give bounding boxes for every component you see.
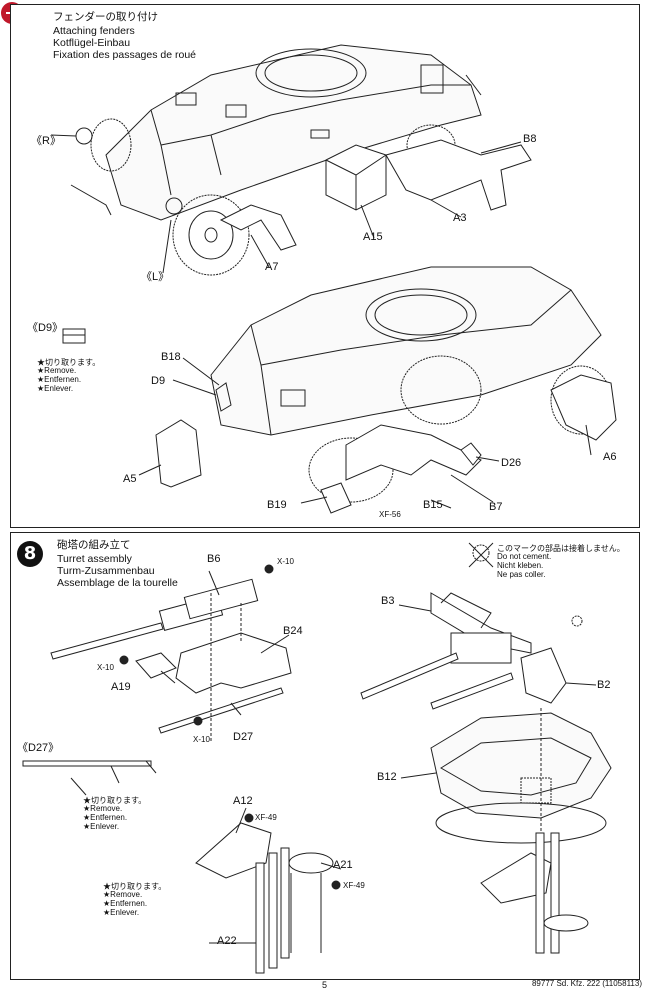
label-xf49-b: XF-49 — [343, 881, 365, 890]
step8-title-en: Turret assembly — [57, 553, 132, 565]
remove-note-jp: ★切り取ります。 — [37, 358, 101, 367]
label-b7: B7 — [489, 501, 503, 513]
label-xf49-a: XF-49 — [255, 813, 277, 822]
remove-note-en: ★Remove. — [37, 366, 77, 375]
label-x10-a: X-10 — [277, 557, 294, 566]
label-l: 《L》 — [141, 271, 170, 283]
remove2-jp: ★切り取ります。 — [103, 882, 167, 891]
remove-note-fr: ★Enlever. — [37, 384, 74, 393]
label-b6: B6 — [207, 553, 221, 565]
page-number: 5 — [322, 980, 328, 990]
step7-title-jp: フェンダーの取り付け — [53, 11, 158, 23]
remove1-de: ★Entfernen. — [83, 813, 128, 822]
step7-title-en: Attaching fenders — [53, 25, 135, 37]
step7-title-de: Kotflügel-Einbau — [53, 37, 131, 49]
no-cement-fr: Ne pas coller. — [497, 570, 546, 579]
step8-panel: 8 砲塔の組み立て Turret assembly Turm-Zusammenb… — [10, 532, 640, 980]
paint-xf56: XF-56 — [379, 510, 401, 519]
remove1-fr: ★Enlever. — [83, 822, 120, 831]
label-a7: A7 — [265, 261, 279, 273]
label-a22: A22 — [217, 935, 237, 947]
step7-illustration — [50, 44, 617, 514]
no-cement-en: Do not cement. — [497, 552, 552, 561]
label-d9-box: 《D9》 — [27, 322, 64, 334]
label-a12: A12 — [233, 795, 253, 807]
label-a15: A15 — [363, 231, 383, 243]
label-a21: A21 — [333, 859, 353, 871]
remove2-de: ★Entfernen. — [103, 899, 148, 908]
label-a19: A19 — [111, 681, 131, 693]
label-a5: A5 — [123, 473, 137, 485]
step8-title-jp: 砲塔の組み立て — [57, 539, 131, 551]
label-b8: B8 — [523, 133, 537, 145]
step8-illustration — [22, 542, 612, 974]
label-d9: D9 — [151, 375, 166, 387]
remove1-en: ★Remove. — [83, 804, 123, 813]
label-x10-c: X-10 — [193, 735, 210, 744]
no-cement-icon — [468, 542, 494, 568]
no-cement-jp: このマークの部品は接着しません。 — [497, 544, 625, 553]
step8-title-de: Turm-Zusammenbau — [57, 565, 155, 577]
label-d27: D27 — [233, 731, 254, 743]
label-b15: B15 — [423, 499, 443, 511]
label-d27-box: 《D27》 — [17, 742, 60, 754]
remove2-fr: ★Enlever. — [103, 908, 140, 917]
no-cement-de: Nicht kleben. — [497, 561, 544, 570]
label-b24: B24 — [283, 625, 303, 637]
product-code: 89777 Sd. Kfz. 222 (11058113) — [531, 979, 642, 988]
remove1-jp: ★切り取ります。 — [83, 796, 147, 805]
label-a6: A6 — [603, 451, 617, 463]
label-x10-b: X-10 — [97, 663, 114, 672]
step7-title-fr: Fixation des passages de roué — [53, 49, 197, 61]
label-b19: B19 — [267, 499, 287, 511]
remove2-en: ★Remove. — [103, 890, 143, 899]
step8-title-fr: Assemblage de la tourelle — [57, 577, 178, 589]
label-b3: B3 — [381, 595, 395, 607]
label-r: 《R》 — [31, 135, 61, 147]
label-b18: B18 — [161, 351, 181, 363]
step7-panel: フェンダーの取り付け Attaching fenders Kotflügel-E… — [10, 4, 640, 528]
step-number: 8 — [17, 541, 43, 567]
label-b2: B2 — [597, 679, 611, 691]
remove-note-de: ★Entfernen. — [37, 375, 82, 384]
label-d26: D26 — [501, 457, 522, 469]
label-b12: B12 — [377, 771, 397, 783]
label-a3: A3 — [453, 212, 467, 224]
